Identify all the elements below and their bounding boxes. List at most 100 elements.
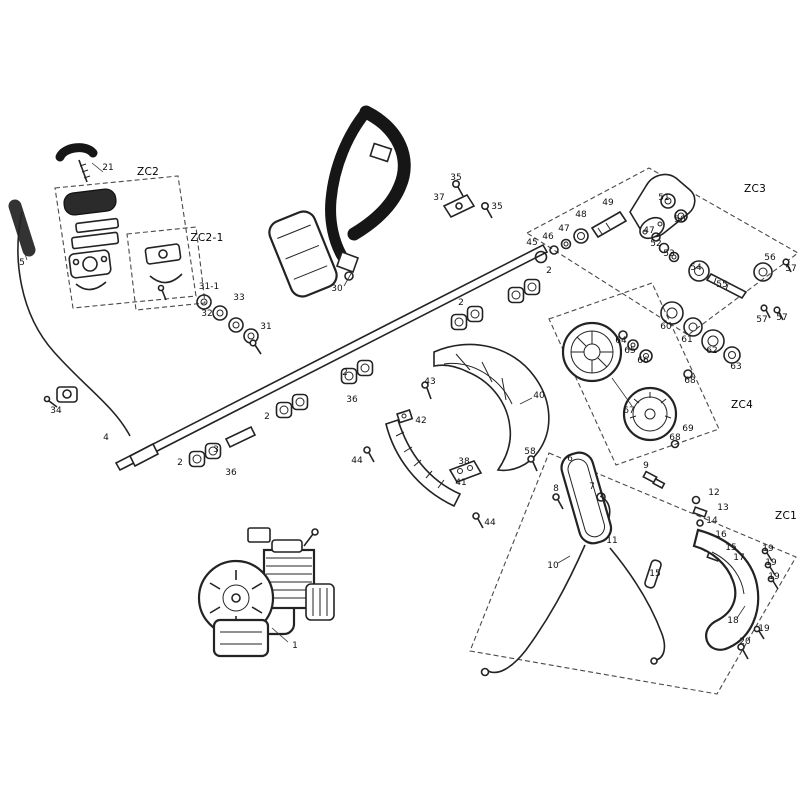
holder-56 [753,262,773,282]
shaft-clamp-pair [188,442,222,468]
shaft-49 [590,210,628,239]
stop-switch-wire-11 [609,547,666,661]
handle-plate-upper [75,217,120,234]
guard-assembly [363,343,550,529]
shaft-clamp-pair [507,278,541,304]
blade-cover-41 [385,418,462,508]
zone-box-zc3 [525,167,800,336]
output-shaft-55 [705,272,748,300]
part-13 [692,506,708,518]
zone-box-zc2-1 [126,226,206,311]
cylinder-cap [271,539,303,553]
rear-handle-assembly-zc1 [480,451,779,677]
washer-63 [723,346,741,364]
gear-54 [688,260,710,282]
circlip-45 [534,250,548,264]
throttle-cable-10 [487,544,586,674]
harness-clip [335,250,360,274]
screw-57-b [760,304,768,312]
zone-boxes [54,167,800,695]
cable-terminal [480,667,490,677]
hanger-bracket-assembly [442,180,493,219]
bearing-48 [573,228,589,244]
clutch-fan-assembly-zc4 [561,321,693,449]
spark-plug [303,533,314,547]
screw-19-a [761,547,769,555]
screw-57-a [782,258,790,266]
engine-assembly [197,527,335,658]
washer-47b [651,232,661,242]
washer-46 [549,245,559,255]
clamp-bracket-zc2-1 [144,243,182,265]
part-14 [696,519,704,527]
shaft-clamp-pair [340,359,374,385]
bracket-42 [396,409,414,424]
harness-buckle [369,142,393,163]
hanger-bracket [442,193,476,219]
screw-43 [421,381,429,389]
bearing-50 [674,209,688,223]
plate-9-b [652,477,666,490]
guard-40 [433,343,550,472]
harness-hip-pad [268,210,338,298]
screw-8 [552,493,560,501]
zone-box-zc4 [548,282,720,466]
screw-19-d [753,625,761,633]
washer-47 [560,238,572,250]
pinion-51 [660,193,676,209]
muffler [212,618,270,658]
screw-44-b [472,512,480,520]
leader-lines [20,162,746,643]
harness-strap-assembly [268,105,411,298]
clamp-half-zc2-1 [149,273,183,284]
ring-33 [212,305,228,321]
screw-19-c [767,575,775,583]
bearing-62 [701,329,725,353]
handlebar-grip-5 [8,199,36,257]
shaft-collar-4 [128,442,160,468]
handlebar-tube [17,211,131,437]
part-12 [691,495,701,505]
screw-19-b [764,561,772,569]
shaft-sleeve-3 [224,425,257,449]
harness-strap-left [325,106,372,262]
trigger-15 [644,559,662,589]
handle-clamp-half [75,281,107,291]
knob-21-top [55,143,98,162]
shaft-clamp-pair [450,305,484,331]
ring-32 [228,317,244,333]
wire-terminal [650,657,658,665]
screw-44-a [363,446,371,454]
washer-52 [658,242,670,254]
throttle-trigger [599,495,611,519]
shaft-clamp-pair [275,393,309,419]
washer-65 [627,339,639,351]
clamp-34 [56,386,78,403]
washer-61 [683,317,703,337]
zone-box-zc1 [469,452,797,695]
handle-plate-lower [70,231,120,250]
washer-64 [618,330,628,340]
washer-53 [668,251,680,263]
handle-grip [63,188,117,216]
screw-35-b [480,202,489,211]
washer-60 [660,301,684,325]
zone-box-zc2 [54,175,197,309]
main-shaft-tube [114,243,549,472]
washer-7 [596,492,606,502]
ring-31-1 [196,294,212,310]
washer-68-b [670,439,680,449]
mount-bracket [247,527,271,543]
gear-head-assembly-zc3 [534,173,792,364]
harness-strap-right [347,105,411,241]
drive-shaft-assembly [114,243,549,472]
washer-66 [639,349,653,363]
knob-21-stem [78,159,88,183]
rear-handle-18 [692,528,760,651]
screw-20 [737,643,745,651]
bracket-38 [448,460,483,483]
screw-57-c [773,306,781,314]
front-handle-assembly [8,143,262,437]
screw-35-a [451,180,460,189]
